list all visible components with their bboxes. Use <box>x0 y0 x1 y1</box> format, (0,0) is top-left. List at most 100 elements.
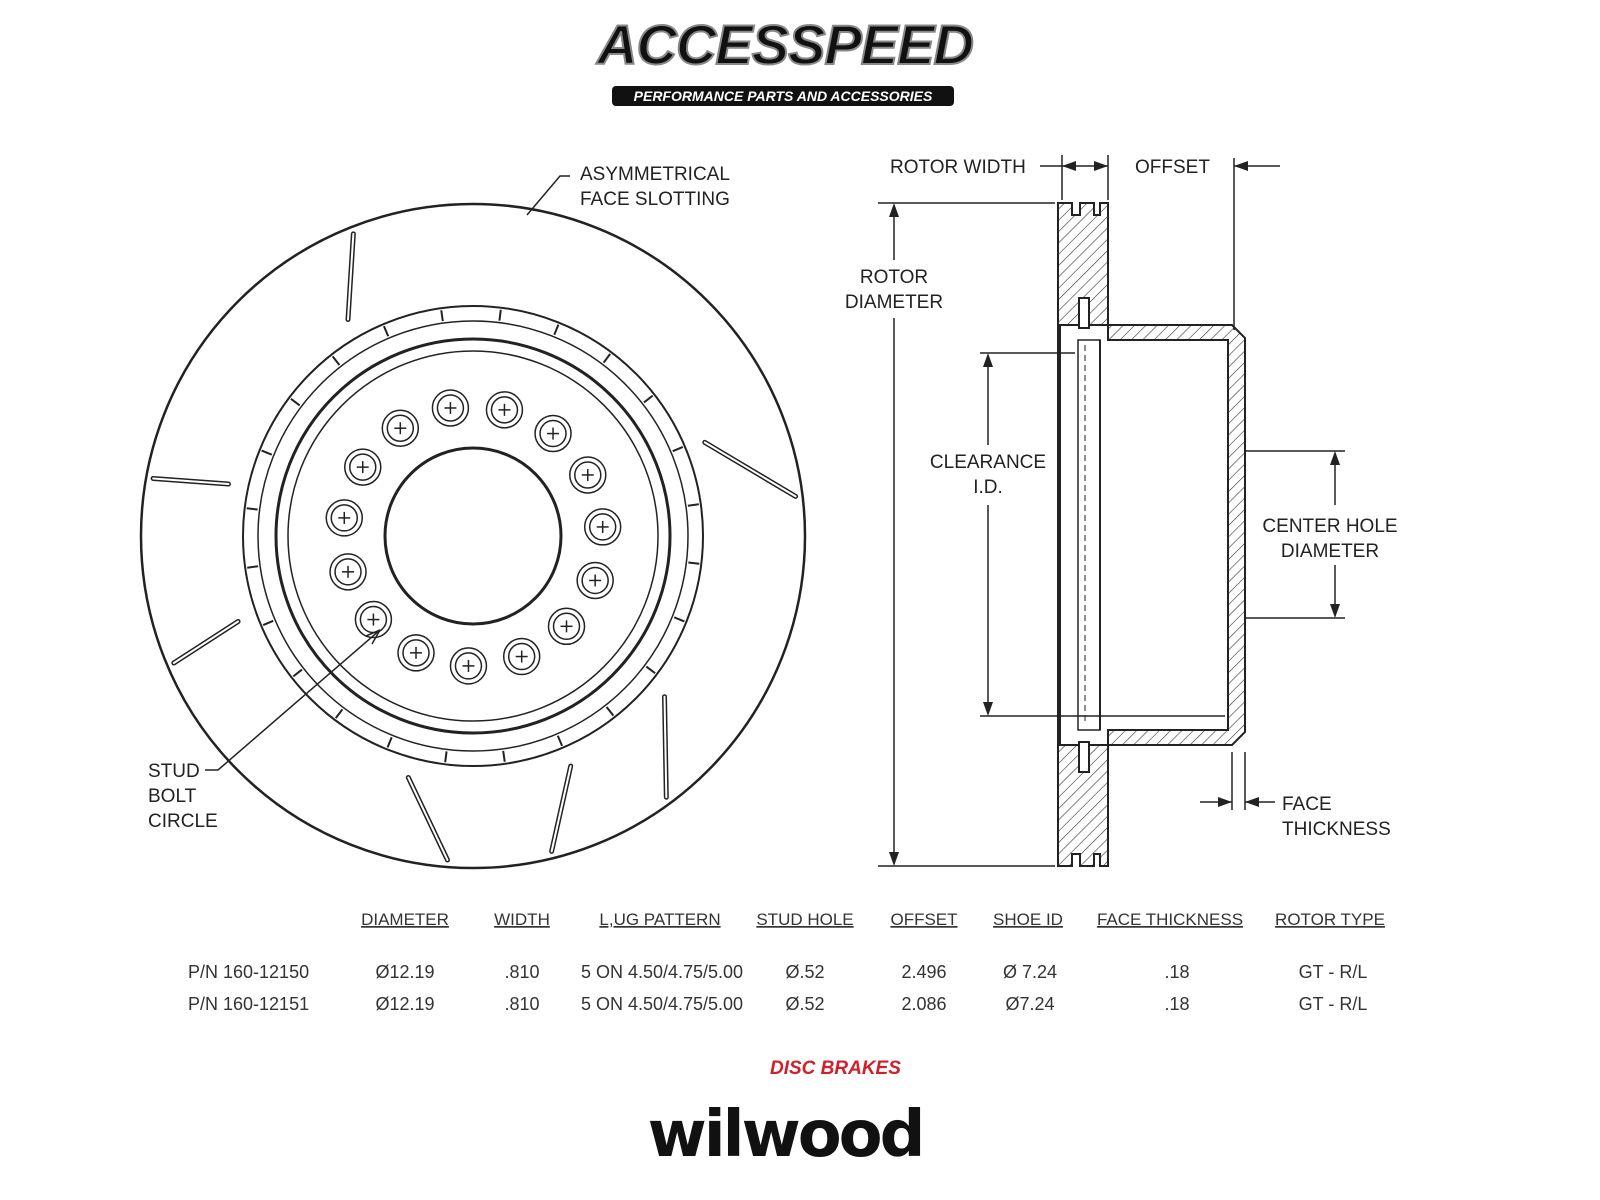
stud-hole-inner <box>334 558 362 586</box>
dimension-lines <box>878 155 1345 867</box>
table-cell: .18 <box>1164 962 1189 982</box>
stud-hole-inner <box>507 642 536 671</box>
stud-label: BOLT <box>148 786 197 807</box>
vane-notch <box>556 735 564 747</box>
stud-hole <box>547 607 586 646</box>
accesspeed-brand: ACCESSPEED <box>595 13 973 76</box>
table-cell: Ø.52 <box>785 994 824 1014</box>
center-hole-label: CENTER HOLE <box>1262 516 1397 537</box>
rotor-outer-edge <box>139 202 807 870</box>
table-cell: 2.086 <box>901 994 946 1014</box>
rotor-side-view <box>1057 202 1246 867</box>
table-cell: GT - R/L <box>1299 962 1368 982</box>
hat-ring <box>242 305 704 767</box>
stud-bolt-circle-callout: STUD BOLT CIRCLE <box>148 629 381 832</box>
stud-hole-inner <box>552 612 581 641</box>
vane-notch <box>605 706 615 717</box>
vane-notch <box>386 736 393 748</box>
stud-hole <box>431 389 470 427</box>
rotor-diameter-label: ROTOR <box>860 267 928 288</box>
vane-notch <box>643 394 654 404</box>
stud-hole <box>534 414 572 453</box>
spec-table: DIAMETER WIDTH L,UG PATTERN STUD HOLE OF… <box>188 910 1385 1014</box>
vane-notches <box>246 309 700 763</box>
center-hole <box>383 446 563 626</box>
vane-notch <box>502 750 506 762</box>
vane-notch <box>673 616 685 623</box>
column-header: FACE THICKNESS <box>1097 910 1243 929</box>
table-cell: 2.496 <box>901 962 946 982</box>
face-slots <box>150 231 799 863</box>
vane-notch <box>553 324 560 336</box>
vane-notch <box>498 309 502 321</box>
slotting-label: ASYMMETRICAL <box>580 164 730 185</box>
table-cell: 5 ON 4.50/4.75/5.00 <box>581 962 743 982</box>
stud-hole <box>325 499 364 537</box>
center-hole-label: DIAMETER <box>1281 541 1379 562</box>
face-slot-inner <box>703 441 797 498</box>
hat-ring <box>257 320 689 752</box>
stud-hole <box>449 647 488 685</box>
hat-ring <box>287 350 659 722</box>
stud-hole-inner <box>349 453 377 481</box>
face-slot-inner <box>172 620 240 664</box>
stud-label: STUD <box>148 761 200 782</box>
vane-notch <box>688 561 700 565</box>
table-cell: Ø12.19 <box>375 994 434 1014</box>
table-header: DIAMETER WIDTH L,UG PATTERN STUD HOLE OF… <box>361 910 1385 929</box>
vane-notch <box>645 665 656 675</box>
vane-notch <box>262 619 274 627</box>
column-header: ROTOR TYPE <box>1275 910 1385 929</box>
face-slot-inner <box>152 477 230 486</box>
table-cell: 5 ON 4.50/4.75/5.00 <box>581 994 743 1014</box>
stud-hole-inner <box>330 504 359 532</box>
stud-hole-inner <box>386 414 415 442</box>
stud-hole-inner <box>588 513 617 541</box>
part-number: P/N 160-12150 <box>188 962 309 982</box>
face-slot-inner <box>347 232 355 321</box>
stud-hole-inner <box>581 566 609 595</box>
vane-notch <box>672 445 684 453</box>
disc-brakes-tagline: DISC BRAKES <box>770 1058 901 1079</box>
accesspeed-tagline: PERFORMANCE PARTS AND ACCESSORIES <box>634 88 933 104</box>
stud-hole <box>583 508 622 546</box>
stud-hole-inner <box>454 652 483 680</box>
table-cell: Ø 7.24 <box>1003 962 1057 982</box>
stud-hole-inner <box>436 394 465 422</box>
table-cell: .810 <box>504 962 539 982</box>
stud-hole <box>381 409 420 447</box>
face-slot-inner <box>663 695 668 799</box>
slotting-callout: ASYMMETRICAL FACE SLOTTING <box>526 164 730 216</box>
side-view-labels: ROTOR WIDTH OFFSET ROTOR DIAMETER CLEARA… <box>845 157 1398 840</box>
vane-notch <box>334 708 344 719</box>
stud-hole <box>502 637 541 676</box>
face-slot-inner <box>407 776 449 861</box>
table-cell: .810 <box>504 994 539 1014</box>
table-cell: Ø12.19 <box>375 962 434 982</box>
table-row: P/N 160-12151 Ø12.19 .810 5 ON 4.50/4.75… <box>188 994 1367 1014</box>
stud-hole <box>354 600 393 639</box>
stud-hole <box>576 561 614 600</box>
wilwood-brand: wilwood <box>648 1098 923 1172</box>
table-cell: Ø.52 <box>785 962 824 982</box>
stud-holes <box>325 389 622 685</box>
stud-label: CIRCLE <box>148 811 218 832</box>
rotor-diameter-label: DIAMETER <box>845 292 943 313</box>
clearance-label: CLEARANCE <box>930 452 1046 473</box>
vane-notch <box>444 751 448 763</box>
part-number: P/N 160-12151 <box>188 994 309 1014</box>
column-header: SHOE ID <box>993 910 1063 929</box>
table-cell: Ø7.24 <box>1005 994 1054 1014</box>
offset-label: OFFSET <box>1135 157 1210 178</box>
vane-notch <box>382 325 390 337</box>
stud-hole-inner <box>490 396 519 424</box>
vane-notch <box>331 355 341 366</box>
stud-hole <box>485 391 524 429</box>
accesspeed-logo: ACCESSPEED PERFORMANCE PARTS AND ACCESSO… <box>594 12 975 106</box>
stud-hole-inner <box>539 419 567 448</box>
column-header: DIAMETER <box>361 910 449 929</box>
table-cell: GT - R/L <box>1299 994 1368 1014</box>
vane-notch <box>292 668 303 678</box>
vane-notch <box>247 565 259 569</box>
